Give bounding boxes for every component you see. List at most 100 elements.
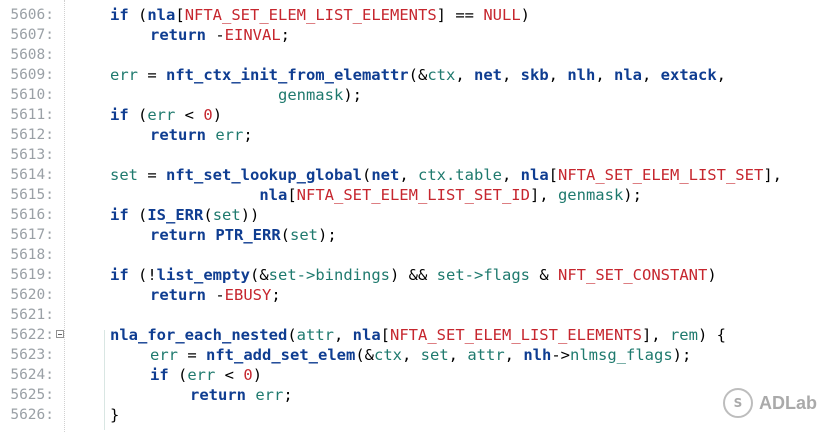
code-token xyxy=(206,126,215,144)
code-token: ; xyxy=(271,286,281,304)
code-token: return xyxy=(150,26,206,44)
code-token: nft_set_lookup_global xyxy=(166,166,362,184)
code-token: 0 xyxy=(243,366,253,384)
code-line[interactable]: 5606:if (nla[NFTA_SET_ELEM_LIST_ELEMENTS… xyxy=(0,5,835,25)
line-number: 5614: xyxy=(10,167,54,183)
code-token: IS_ERR xyxy=(147,206,204,224)
code-token: set xyxy=(290,226,319,244)
code-token: ctx xyxy=(427,66,456,84)
code-text: return -EBUSY; xyxy=(150,285,281,305)
code-token: ); xyxy=(623,186,642,204)
line-number: 5613: xyxy=(10,147,54,163)
line-number: 5625: xyxy=(10,387,54,403)
code-text: if (!list_empty(&set->bindings) && set->… xyxy=(110,265,717,285)
code-token: (& xyxy=(250,266,269,284)
line-number: 5618: xyxy=(10,247,54,263)
code-token: ( xyxy=(280,226,291,244)
code-line[interactable]: 5607:return -EINVAL; xyxy=(0,25,835,45)
code-token xyxy=(110,186,259,204)
code-token: < xyxy=(215,366,244,384)
code-token xyxy=(206,226,215,244)
code-token: nft_ctx_init_from_elemattr xyxy=(166,66,409,84)
code-token: = xyxy=(138,166,166,184)
code-token xyxy=(246,386,255,404)
code-token: rem xyxy=(669,326,698,344)
line-number: 5620: xyxy=(10,287,54,303)
code-line[interactable]: 5625: return err; xyxy=(0,385,835,405)
code-token: EINVAL xyxy=(224,26,281,44)
line-number: 5612: xyxy=(10,127,54,143)
code-line[interactable]: 5619: if (!list_empty(&set->bindings) && … xyxy=(0,265,835,285)
code-token: if xyxy=(110,266,129,284)
code-token: nla xyxy=(147,6,176,24)
code-token: return xyxy=(150,226,206,244)
code-line[interactable]: 5612:return err; xyxy=(0,125,835,145)
code-line[interactable]: 5626:} xyxy=(0,405,835,425)
line-number: 5611: xyxy=(10,107,54,123)
code-text: return err; xyxy=(190,385,293,405)
code-line[interactable]: 5621: xyxy=(0,305,835,325)
code-line[interactable]: 5611:if (err < 0) xyxy=(0,105,835,125)
code-token: ctx xyxy=(373,346,402,364)
code-text: if (IS_ERR(set)) xyxy=(110,205,259,225)
code-token: if xyxy=(110,206,129,224)
code-token: , xyxy=(716,66,727,84)
code-token: ; xyxy=(243,126,253,144)
code-line[interactable]: 5614: set = nft_set_lookup_global(net, ct… xyxy=(0,165,835,185)
code-token: NFTA_SET_ELEM_LIST_SET_ID xyxy=(296,186,530,204)
code-token xyxy=(110,86,278,104)
code-token: , xyxy=(401,346,421,364)
code-text: if (nla[NFTA_SET_ELEM_LIST_ELEMENTS] == … xyxy=(110,5,530,25)
watermark-logo-icon: S xyxy=(723,388,753,418)
code-line[interactable]: 5622: nla_for_each_nested(attr, nla[NFTA_… xyxy=(0,325,835,345)
code-line[interactable]: 5617:return PTR_ERR(set); xyxy=(0,225,835,245)
code-token: ], xyxy=(529,186,558,204)
code-token: err xyxy=(255,386,284,404)
code-token: , xyxy=(448,346,468,364)
line-number-gutter xyxy=(0,0,65,432)
line-number: 5607: xyxy=(10,27,54,43)
code-token: err xyxy=(110,66,138,84)
code-token: } xyxy=(110,406,120,424)
code-line[interactable]: 5610: genmask); xyxy=(0,85,835,105)
code-line[interactable]: 5613: xyxy=(0,145,835,165)
line-number: 5626: xyxy=(10,407,54,423)
code-token: , xyxy=(642,66,661,84)
code-token: nla_for_each_nested xyxy=(110,326,288,344)
line-number: 5608: xyxy=(10,47,54,63)
code-line[interactable]: 5623:err = nft_add_set_elem(&ctx, set, a… xyxy=(0,345,835,365)
code-token: ) xyxy=(707,266,717,284)
code-line[interactable]: 5620: return -EBUSY; xyxy=(0,285,835,305)
code-token: attr xyxy=(296,326,334,344)
code-line[interactable]: 5624:if (err < 0) xyxy=(0,365,835,385)
code-token: ) xyxy=(252,366,263,384)
fold-collapse-icon[interactable] xyxy=(56,330,64,338)
code-text: set = nft_set_lookup_global(net, ctx.tab… xyxy=(110,165,782,185)
code-token: err xyxy=(150,346,178,364)
code-text: nla[NFTA_SET_ELEM_LIST_SET_ID], genmask)… xyxy=(110,185,642,205)
code-line[interactable]: 5618: xyxy=(0,245,835,265)
code-line[interactable]: 5608: xyxy=(0,45,835,65)
code-token: nlh xyxy=(567,66,596,84)
line-number: 5619: xyxy=(10,267,54,283)
code-token: , xyxy=(455,66,474,84)
code-token: NFTA_SET_ELEM_LIST_ELEMENTS xyxy=(184,6,437,24)
code-token: ctx.table xyxy=(417,166,502,184)
code-token: NFTA_SET_ELEM_LIST_SET xyxy=(558,166,764,184)
code-text: nla_for_each_nested(attr, nla[NFTA_SET_E… xyxy=(110,325,726,345)
code-token: ) xyxy=(520,6,530,24)
line-number: 5617: xyxy=(10,227,54,243)
code-token: , xyxy=(333,326,353,344)
indent-guide xyxy=(104,330,105,430)
code-token: = xyxy=(138,66,166,84)
code-line[interactable]: 5615: nla[NFTA_SET_ELEM_LIST_SET_ID], ge… xyxy=(0,185,835,205)
code-token: skb xyxy=(520,66,549,84)
code-token: (! xyxy=(128,266,157,284)
code-token: [ xyxy=(380,326,390,344)
line-number: 5622: xyxy=(10,327,54,343)
code-line[interactable]: 5609:err = nft_ctx_init_from_elemattr(&c… xyxy=(0,65,835,85)
code-token: (& xyxy=(408,66,428,84)
code-token: err xyxy=(187,366,216,384)
code-line[interactable]: 5616:if (IS_ERR(set)) xyxy=(0,205,835,225)
